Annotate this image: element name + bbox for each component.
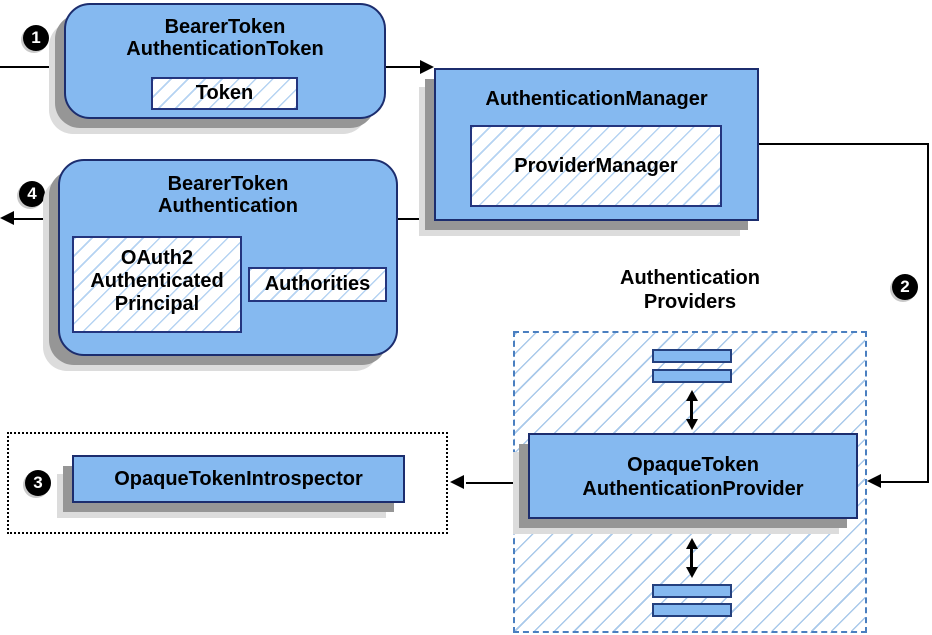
node-title-line: OpaqueToken — [627, 454, 759, 476]
provider-stack-bar — [652, 369, 732, 383]
inner-label-line: Authenticated — [90, 270, 224, 292]
step-badge-1: 1 — [23, 25, 49, 51]
connector-step2-top — [759, 143, 929, 145]
node-opaque-token-authentication-provider: OpaqueToken AuthenticationProvider — [528, 433, 858, 519]
node-title-line: BearerToken — [167, 173, 289, 195]
node-opaque-token-introspector: OpaqueTokenIntrospector — [72, 455, 405, 503]
double-arrow-down-icon — [686, 419, 698, 430]
connector-manager-to-authentication — [398, 218, 434, 220]
connector-authentication-out — [13, 218, 58, 220]
double-arrow-up-icon — [686, 390, 698, 401]
connector-step2-bottom — [881, 481, 929, 483]
arrowhead-to-provider-icon — [867, 474, 881, 488]
authentication-providers-label: Authentication Providers — [565, 266, 815, 314]
authorities-inner-box: Authorities — [248, 267, 387, 302]
introspector-container — [7, 432, 448, 534]
oauth2-authenticated-principal-inner-box: OAuth2 Authenticated Principal — [72, 236, 242, 333]
label-line: Providers — [643, 291, 737, 313]
double-arrow-line — [690, 547, 693, 568]
arrowhead-result-out-icon — [0, 211, 14, 225]
double-arrow-line — [690, 399, 693, 420]
step-badge-4: 4 — [19, 181, 45, 207]
provider-stack-bar — [652, 584, 732, 598]
connector-provider-to-introspector — [466, 482, 513, 484]
token-inner-box: Token — [151, 77, 298, 110]
double-arrow-down-icon — [686, 567, 698, 578]
node-title: AuthenticationManager — [485, 88, 708, 110]
node-title: OpaqueTokenIntrospector — [114, 468, 363, 490]
arrowhead-to-introspector-icon — [450, 475, 464, 489]
node-title-line: AuthenticationProvider — [582, 478, 804, 500]
provider-manager-inner-box: ProviderManager — [470, 125, 722, 207]
node-title-line: Authentication — [158, 195, 298, 217]
inner-label-line: OAuth2 — [120, 247, 194, 269]
connector-step2-side — [927, 143, 929, 483]
inner-label-line: Principal — [114, 293, 200, 315]
step-badge-2: 2 — [892, 274, 918, 300]
connector-request-in — [0, 66, 64, 68]
step-badge-3: 3 — [25, 470, 51, 496]
node-title-line: BearerToken — [164, 16, 286, 38]
provider-stack-bar — [652, 603, 732, 617]
node-title-line: AuthenticationToken — [126, 38, 324, 60]
arrowhead-to-manager-icon — [420, 60, 434, 74]
provider-stack-bar — [652, 349, 732, 363]
label-line: Authentication — [620, 267, 760, 289]
double-arrow-up-icon — [686, 538, 698, 549]
connector-token-to-manager — [386, 66, 422, 68]
